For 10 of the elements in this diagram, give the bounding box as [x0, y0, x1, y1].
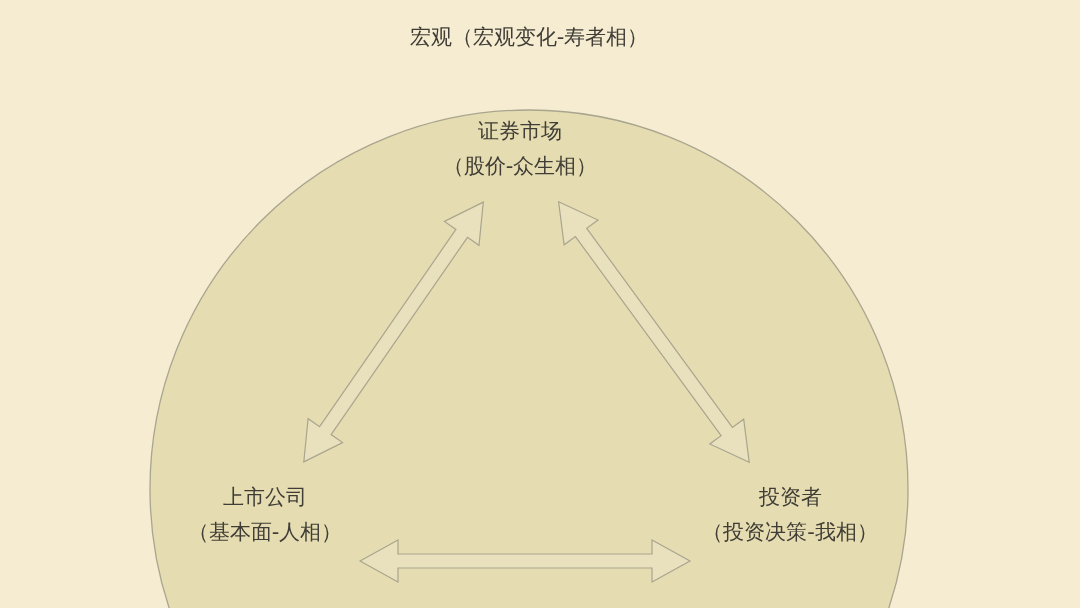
node-subtitle: （股价-众生相） [441, 153, 599, 180]
region-heading: 宏观（宏观变化-寿者相） [408, 24, 650, 51]
node-title: 证券市场 [477, 118, 563, 145]
double-arrow [358, 539, 692, 583]
node-subtitle: （基本面-人相） [186, 519, 344, 546]
node-title: 投资者 [757, 484, 823, 511]
double-arrow [303, 201, 484, 463]
double-arrow [557, 200, 750, 464]
node-subtitle: （投资决策-我相） [701, 519, 879, 546]
node-title: 上市公司 [222, 484, 308, 511]
